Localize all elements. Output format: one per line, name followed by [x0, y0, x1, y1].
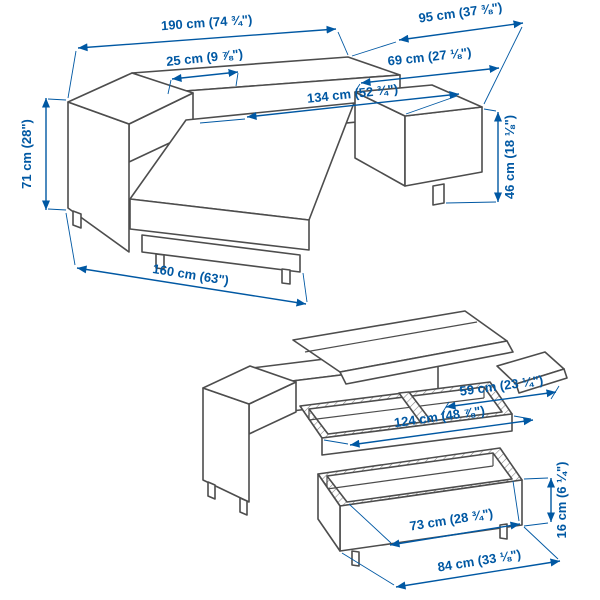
dim-line-front-storage-outer-width [395, 558, 561, 590]
armrest-leg [239, 497, 248, 516]
lifted-seat-seam [304, 321, 478, 353]
dim-label-total-width: 190 cm (74 ¾") [161, 12, 253, 33]
chaise-storage-open-drawing [202, 310, 568, 567]
extension-line [512, 480, 520, 522]
dim-label-total-depth: 160 cm (63") [152, 261, 230, 288]
dim-label-right-seat-depth: 69 cm (27 ⅛") [387, 45, 472, 69]
dim-line-storage-depth [445, 389, 557, 410]
extension-line [47, 98, 67, 101]
armrest-front-face [67, 101, 130, 253]
extension-line [323, 439, 349, 445]
extension-line [47, 208, 67, 211]
front-box-side-face [317, 473, 341, 552]
dim-label-total-height: 71 cm (28") [19, 119, 34, 189]
dim-line-right-section-width [398, 20, 524, 43]
dim-label-seat-height: 46 cm (18 ⅛") [502, 115, 517, 199]
base-leg [281, 268, 291, 285]
extension-line [523, 477, 549, 480]
extension-line [483, 26, 523, 105]
dim-line-chaise-seat-width [246, 91, 460, 120]
extension-line [513, 415, 532, 420]
armrest-top-face [67, 72, 194, 125]
chaise-assembled-drawing [67, 56, 483, 285]
dim-line-right-seat-depth [360, 65, 500, 86]
lifted-seat-edge [339, 340, 514, 385]
front-box-opening [326, 452, 513, 503]
extension-line [67, 50, 77, 99]
right-section-leg [432, 183, 445, 206]
extension-line [337, 31, 349, 56]
front-box-floor-edge [326, 465, 494, 490]
extension-line [199, 118, 246, 124]
extension-line [445, 201, 497, 204]
extension-line [348, 503, 392, 544]
dim-line-front-storage-inner-width [389, 521, 521, 548]
armrest-leg [72, 210, 82, 229]
right-section-front-face [404, 106, 483, 187]
front-box-leg [351, 550, 360, 567]
dim-line-storage-width [349, 417, 534, 448]
dim-line-total-depth [76, 265, 307, 307]
extension-line [355, 83, 361, 91]
dim-label-right-section-width: 95 cm (37 ⅜") [418, 0, 503, 26]
assembled-dimensions: 190 cm (74 ¾") 95 cm (37 ⅜") 25 cm (9 ⅞"… [19, 0, 524, 307]
extension-line [523, 526, 559, 560]
dim-label-storage-inner-height: 16 cm (6 ¼") [554, 462, 569, 539]
dim-line-armrest-width [171, 69, 239, 82]
extension-line [523, 522, 549, 527]
extension-line [65, 212, 76, 266]
seat-front-face [129, 198, 310, 251]
dim-line-total-width [77, 25, 337, 52]
extension-line [167, 79, 172, 95]
extension-line [483, 108, 497, 112]
armrest-leg [207, 481, 216, 500]
dim-label-front-storage-outer-width: 84 cm (33 ⅛") [437, 547, 523, 575]
armrest-top-face [202, 365, 297, 405]
extension-line [341, 552, 395, 586]
extension-line [302, 272, 308, 303]
extension-line [351, 41, 397, 57]
